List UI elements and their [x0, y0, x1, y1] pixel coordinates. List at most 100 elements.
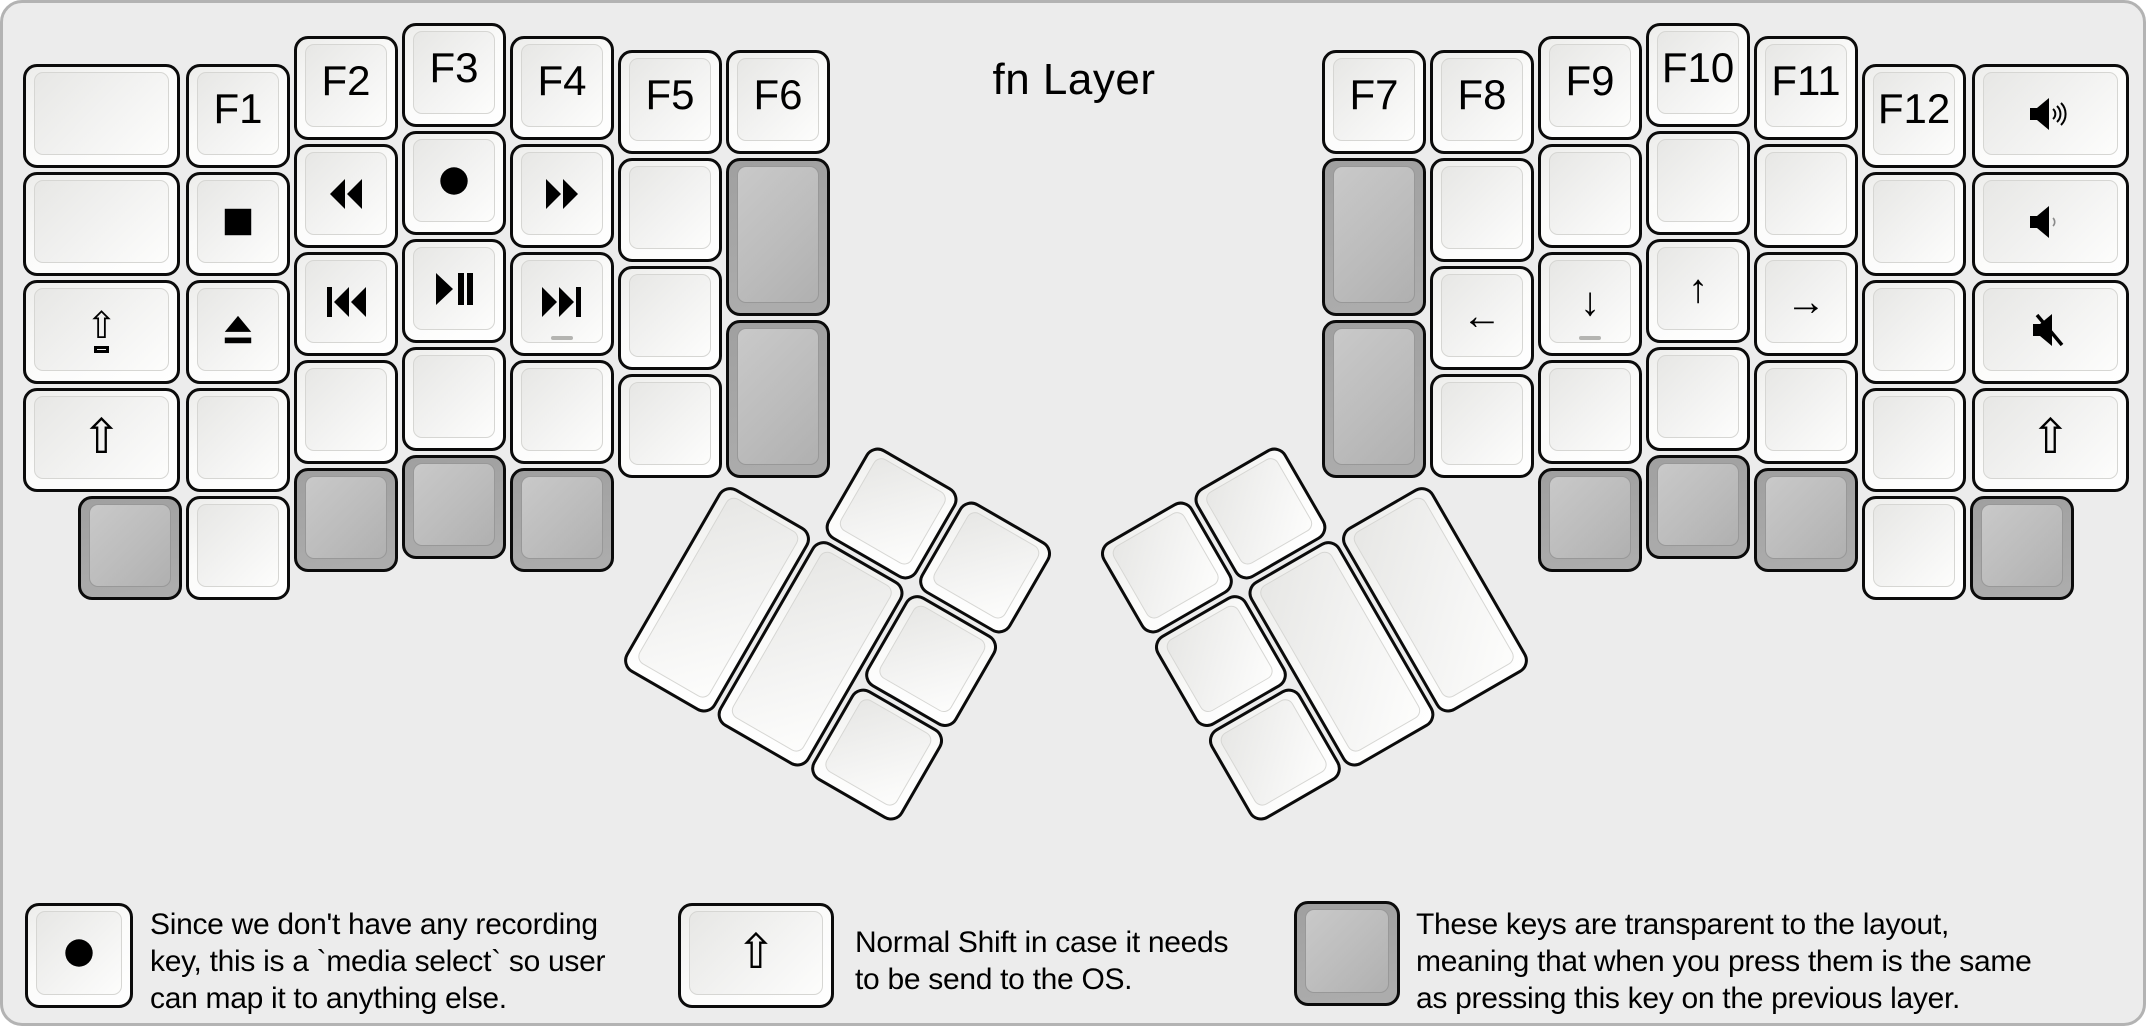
keycap-face: F6 — [737, 58, 819, 141]
key-transparent[interactable] — [402, 455, 506, 559]
key-f12[interactable]: F12 — [1862, 64, 1966, 168]
key-shift[interactable]: ⇧ — [1972, 388, 2129, 492]
key-blank[interactable] — [402, 347, 506, 451]
key-blank[interactable] — [1754, 360, 1858, 464]
shift-example-icon: ⇧ — [735, 926, 777, 979]
key-blank[interactable] — [618, 374, 722, 478]
key-blank[interactable] — [618, 266, 722, 370]
keycap-face: F9 — [1549, 44, 1631, 127]
key-transparent[interactable] — [1646, 455, 1750, 559]
key-transparent[interactable] — [294, 468, 398, 572]
key-blank[interactable] — [1646, 131, 1750, 235]
layer-title: fn Layer — [992, 55, 1156, 104]
key-f3[interactable]: F3 — [402, 23, 506, 127]
keycap-face — [1765, 368, 1847, 451]
key-transparent[interactable] — [1322, 158, 1426, 316]
keycap-face — [1441, 166, 1523, 249]
keycap-face — [1873, 288, 1955, 371]
keycap-face: F1 — [197, 72, 279, 155]
keycap-face — [1202, 454, 1316, 568]
key-blank[interactable] — [294, 360, 398, 464]
key-rewind[interactable] — [294, 144, 398, 248]
legend-text-line: as pressing this key on the previous lay… — [1416, 982, 1961, 1015]
keycap-face: ← — [1441, 274, 1523, 357]
key-blank[interactable] — [1862, 280, 1966, 384]
key-blank[interactable] — [1538, 360, 1642, 464]
key-label: F12 — [1877, 84, 1951, 132]
key-transparent[interactable] — [1538, 468, 1642, 572]
key-f5[interactable]: F5 — [618, 50, 722, 154]
key-caps-lock[interactable]: ⇧ — [23, 280, 180, 384]
key-transparent[interactable] — [78, 496, 182, 600]
key-f1[interactable]: F1 — [186, 64, 290, 168]
keycap-face — [413, 247, 495, 330]
keycap-face — [197, 288, 279, 371]
volume-down-icon — [2029, 205, 2055, 238]
keycap-face — [1549, 476, 1631, 559]
keycap-face — [36, 911, 122, 995]
keycap-face: ⇧ — [34, 396, 169, 479]
keycap-face — [1765, 152, 1847, 235]
key-blank[interactable] — [1862, 388, 1966, 492]
key-blank[interactable] — [1646, 347, 1750, 451]
key-f4[interactable]: F4 — [510, 36, 614, 140]
key-blank[interactable] — [1430, 374, 1534, 478]
key-transparent[interactable] — [1754, 468, 1858, 572]
key-f9[interactable]: F9 — [1538, 36, 1642, 140]
key-record[interactable] — [402, 131, 506, 235]
key-eject[interactable] — [186, 280, 290, 384]
key-f10[interactable]: F10 — [1646, 23, 1750, 127]
key-fast-forward[interactable] — [510, 144, 614, 248]
key-stop[interactable] — [186, 172, 290, 276]
mute-icon — [2032, 313, 2063, 346]
key-shift[interactable]: ⇧ — [23, 388, 180, 492]
key-blank[interactable] — [23, 64, 180, 168]
key-transparent[interactable] — [726, 158, 830, 316]
key-blank[interactable] — [510, 360, 614, 464]
key-f11[interactable]: F11 — [1754, 36, 1858, 140]
key-blank[interactable] — [1754, 144, 1858, 248]
key-blank[interactable] — [23, 172, 180, 276]
keycap-face — [305, 368, 387, 451]
key-arrow-down[interactable]: ↓ — [1538, 252, 1642, 356]
keycap-face — [930, 508, 1043, 622]
key-arrow-up[interactable]: ↑ — [1646, 239, 1750, 343]
key-mute[interactable] — [1972, 280, 2129, 384]
key-transparent[interactable] — [726, 320, 830, 478]
key-play-pause[interactable] — [402, 239, 506, 343]
key-blank[interactable] — [1430, 158, 1534, 262]
legend-text-line: meaning that when you press them is the … — [1416, 945, 2032, 978]
keycap-face: ⇧ — [1983, 396, 2118, 479]
key-blank[interactable] — [1862, 496, 1966, 600]
key-transparent[interactable] — [1322, 320, 1426, 478]
key-arrow-left[interactable]: ← — [1430, 266, 1534, 370]
keycap-face: F12 — [1873, 72, 1955, 155]
key-f6[interactable]: F6 — [726, 50, 830, 154]
keycap-face — [1549, 368, 1631, 451]
key-arrow-right[interactable]: → — [1754, 252, 1858, 356]
keycap-face — [413, 139, 495, 222]
key-f8[interactable]: F8 — [1430, 50, 1534, 154]
key-f2[interactable]: F2 — [294, 36, 398, 140]
keycap-face — [521, 260, 603, 343]
keycap-face: F4 — [521, 44, 603, 127]
key-blank[interactable] — [1862, 172, 1966, 276]
key-volume-up[interactable] — [1972, 64, 2129, 168]
key-transparent[interactable] — [1970, 496, 2074, 600]
key-transparent[interactable] — [510, 468, 614, 572]
key-next-track[interactable] — [510, 252, 614, 356]
key-blank[interactable] — [618, 158, 722, 262]
key-f7[interactable]: F7 — [1322, 50, 1426, 154]
key-volume-down[interactable] — [1972, 172, 2129, 276]
keycap-face — [197, 396, 279, 479]
key-blank[interactable] — [1538, 144, 1642, 248]
legend-text-line: Normal Shift in case it needs — [855, 926, 1229, 959]
keycap-face — [1873, 396, 1955, 479]
fast-forward-icon — [546, 178, 578, 209]
keycap-face — [629, 274, 711, 357]
key-blank[interactable] — [186, 496, 290, 600]
rewind-icon — [330, 178, 362, 209]
key-blank[interactable] — [186, 388, 290, 492]
key-prev-track[interactable] — [294, 252, 398, 356]
arrow-up-icon: ↑ — [1688, 266, 1708, 311]
